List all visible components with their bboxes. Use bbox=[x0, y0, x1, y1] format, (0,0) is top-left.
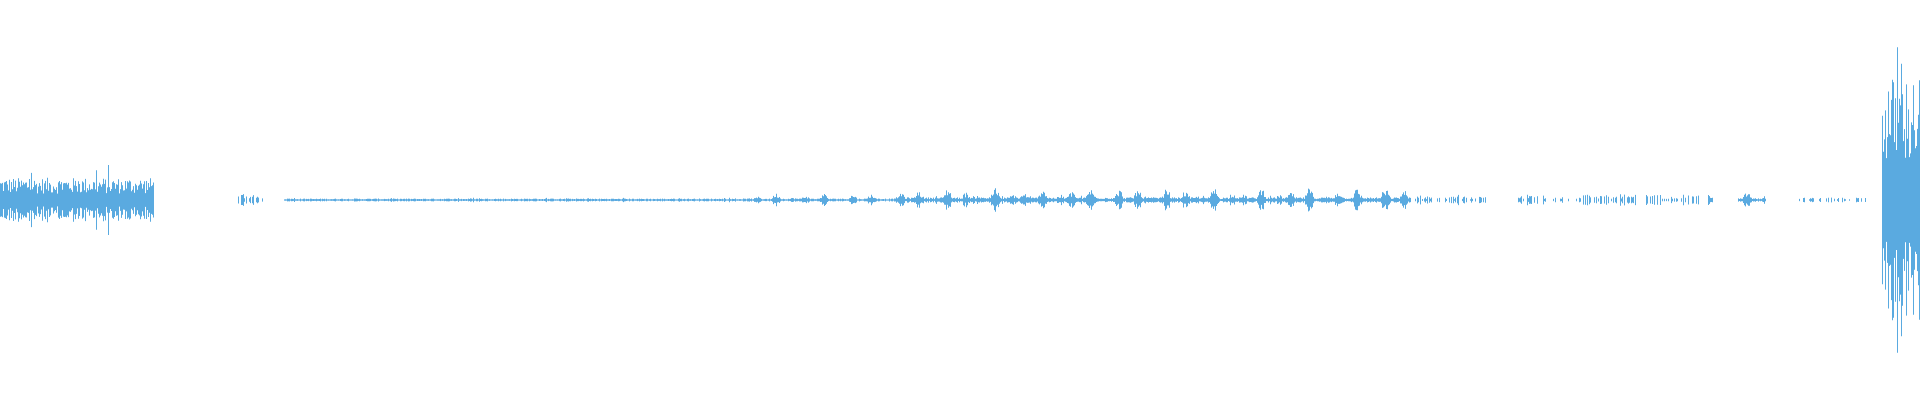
waveform-bars bbox=[0, 47, 1920, 353]
waveform-trace bbox=[0, 47, 1920, 353]
